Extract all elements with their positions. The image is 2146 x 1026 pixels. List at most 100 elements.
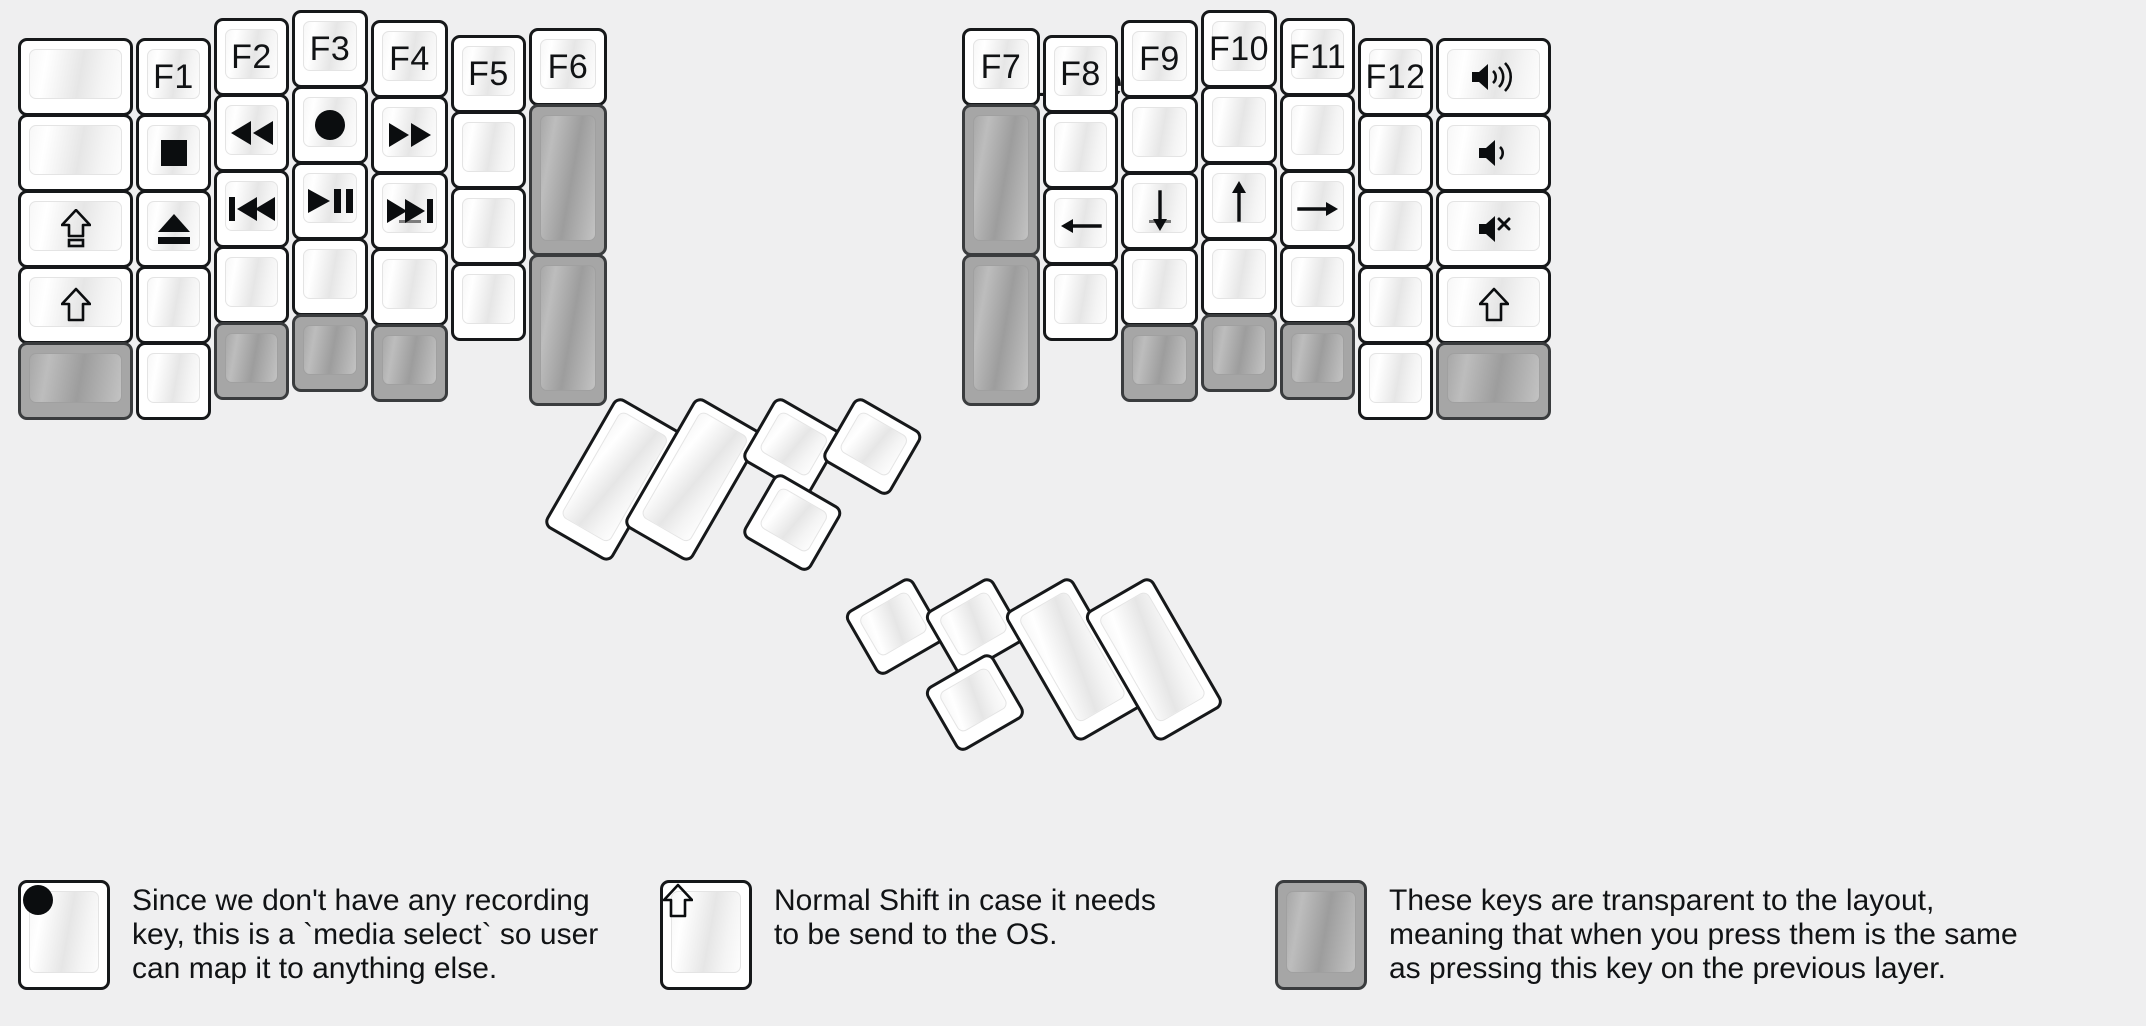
right-col-pinky-outer-key-3[interactable]: [1436, 190, 1551, 268]
right-col-index-inner-key-2[interactable]: [1043, 111, 1118, 189]
keycap-surface: [462, 122, 515, 172]
right-col-ring-key-1[interactable]: F11: [1280, 18, 1355, 96]
left-col-pinky-outer-key-3[interactable]: [18, 190, 133, 268]
right-thumb-key-3[interactable]: [922, 651, 1028, 755]
right-col-pinky-key-4[interactable]: [1358, 266, 1433, 344]
left-col-pinky-key-4[interactable]: [136, 266, 211, 344]
keycap-surface: [1369, 201, 1422, 251]
keycap-surface: [1054, 122, 1107, 172]
legend-description-1: Since we don't have any recording key, t…: [132, 884, 599, 985]
left-col-index-inner-key-3[interactable]: [451, 187, 526, 265]
left-col-middle-key-1[interactable]: F3: [292, 10, 368, 88]
left-col-index-inner-key-2[interactable]: [451, 111, 526, 189]
left-col-inner-key-3[interactable]: [529, 254, 607, 406]
left-col-index-key-2[interactable]: [371, 96, 448, 174]
keycap-surface: [1212, 21, 1266, 71]
key-accent-bar: [398, 220, 421, 223]
keycap-surface: [671, 891, 741, 973]
left-col-ring-key-2[interactable]: [214, 94, 289, 172]
keycap-surface: [1132, 183, 1187, 233]
left-col-pinky-outer-key-1[interactable]: [18, 38, 133, 116]
left-col-pinky-key-5[interactable]: [136, 342, 211, 420]
left-col-index-key-3[interactable]: [371, 172, 448, 250]
keycap-surface: [937, 590, 1010, 658]
left-col-pinky-outer-key-2[interactable]: [18, 114, 133, 192]
left-col-middle-key-5[interactable]: [292, 314, 368, 392]
keycap-surface: [462, 274, 515, 324]
right-col-pinky-key-1[interactable]: F12: [1358, 38, 1433, 116]
right-col-middle-key-4[interactable]: [1201, 238, 1277, 316]
right-col-pinky-outer-key-2[interactable]: [1436, 114, 1551, 192]
right-col-pinky-outer-key-1[interactable]: [1436, 38, 1551, 116]
right-col-pinky-outer-key-5[interactable]: [1436, 342, 1551, 420]
keycap-surface: [1447, 353, 1540, 403]
left-col-ring-key-1[interactable]: F2: [214, 18, 289, 96]
right-col-inner-key-3[interactable]: [962, 254, 1040, 406]
right-col-pinky-key-2[interactable]: [1358, 114, 1433, 192]
keycap-surface: [973, 39, 1029, 89]
left-col-pinky-key-3[interactable]: [136, 190, 211, 268]
keycap-surface: [29, 201, 122, 251]
left-col-index-key-1[interactable]: F4: [371, 20, 448, 98]
left-col-inner-key-1[interactable]: F6: [529, 28, 607, 106]
keycap-surface: [147, 353, 200, 403]
right-col-index-key-4[interactable]: [1121, 248, 1198, 326]
right-col-index-key-3[interactable]: [1121, 172, 1198, 250]
right-col-index-key-1[interactable]: F9: [1121, 20, 1198, 98]
keycap-surface: [1132, 335, 1187, 385]
keycap-surface: [303, 249, 357, 299]
legend-item-1: Since we don't have any recording key, t…: [18, 880, 598, 1020]
right-col-middle-key-3[interactable]: [1201, 162, 1277, 240]
keycap-surface: [147, 125, 200, 175]
left-col-index-inner-key-4[interactable]: [451, 263, 526, 341]
right-col-index-inner-key-3[interactable]: [1043, 187, 1118, 265]
left-thumb-key-5[interactable]: [820, 395, 925, 499]
right-col-inner-key-1[interactable]: F7: [962, 28, 1040, 106]
right-col-pinky-outer-key-4[interactable]: [1436, 266, 1551, 344]
keycap-surface: [382, 31, 437, 81]
left-col-middle-key-3[interactable]: [292, 162, 368, 240]
right-col-index-inner-key-1[interactable]: F8: [1043, 35, 1118, 113]
left-col-pinky-key-1[interactable]: F1: [136, 38, 211, 116]
keycap-surface: [303, 97, 357, 147]
left-col-ring-key-3[interactable]: [214, 170, 289, 248]
keycap-surface: [1054, 46, 1107, 96]
left-col-pinky-outer-key-4[interactable]: [18, 266, 133, 344]
right-col-ring-key-4[interactable]: [1280, 246, 1355, 324]
left-col-middle-key-4[interactable]: [292, 238, 368, 316]
left-col-pinky-key-2[interactable]: [136, 114, 211, 192]
right-col-ring-key-5[interactable]: [1280, 322, 1355, 400]
right-col-inner-key-2[interactable]: [962, 104, 1040, 256]
left-col-ring-key-5[interactable]: [214, 322, 289, 400]
right-col-index-key-2[interactable]: [1121, 96, 1198, 174]
left-col-index-key-5[interactable]: [371, 324, 448, 402]
right-col-ring-key-3[interactable]: [1280, 170, 1355, 248]
right-col-index-inner-key-4[interactable]: [1043, 263, 1118, 341]
left-col-pinky-outer-key-5[interactable]: [18, 342, 133, 420]
left-col-inner-key-2[interactable]: [529, 104, 607, 256]
left-thumb-key-4[interactable]: [740, 471, 845, 575]
right-col-ring-key-2[interactable]: [1280, 94, 1355, 172]
left-col-middle-key-2[interactable]: [292, 86, 368, 164]
right-col-pinky-key-5[interactable]: [1358, 342, 1433, 420]
right-col-index-key-5[interactable]: [1121, 324, 1198, 402]
legend-sample-key-1: [18, 880, 110, 990]
keycap-surface: [1369, 125, 1422, 175]
keycap-surface: [1447, 201, 1540, 251]
right-col-middle-key-2[interactable]: [1201, 86, 1277, 164]
right-col-middle-key-1[interactable]: F10: [1201, 10, 1277, 88]
keycap-surface: [29, 125, 122, 175]
left-col-index-key-4[interactable]: [371, 248, 448, 326]
keycap-surface: [303, 325, 357, 375]
shift-icon: [663, 883, 749, 919]
keycap-surface: [1291, 181, 1344, 231]
left-col-index-inner-key-1[interactable]: F5: [451, 35, 526, 113]
keycap-surface: [937, 666, 1010, 734]
right-col-pinky-key-3[interactable]: [1358, 190, 1433, 268]
keycap-surface: [1447, 277, 1540, 327]
keycap-surface: [462, 46, 515, 96]
left-col-ring-key-4[interactable]: [214, 246, 289, 324]
keycap-surface: [382, 183, 437, 233]
right-col-middle-key-5[interactable]: [1201, 314, 1277, 392]
